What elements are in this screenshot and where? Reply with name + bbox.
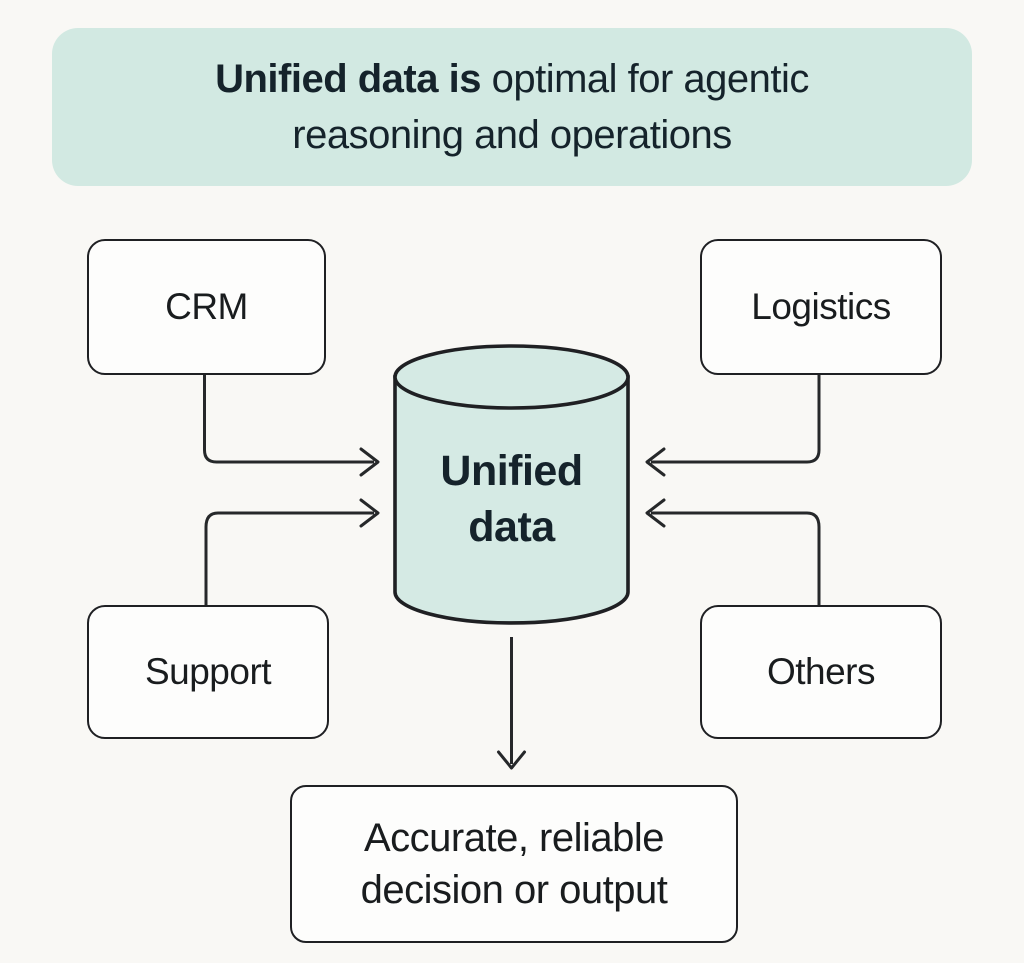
arrow-crm-to-unified: [203, 371, 374, 464]
title-regular-segment: optimal for agentic: [480, 57, 810, 101]
node-crm: CRM: [87, 239, 326, 375]
arrowhead-others-icon: [645, 498, 666, 528]
node-support-label: Support: [144, 651, 272, 692]
title-bold-segment: Unified data is: [215, 57, 481, 101]
node-others: Others: [700, 605, 942, 739]
title-banner: Unified data is optimal for agentic reas…: [52, 28, 972, 186]
arrow-others-to-unified: [651, 511, 821, 605]
node-logistics: Logistics: [700, 239, 942, 375]
title-line-1: Unified data is optimal for agentic: [215, 51, 809, 107]
node-unified-data-label: Unified data: [440, 447, 583, 551]
arrow-logistics-to-unified: [651, 371, 821, 464]
node-crm-label: CRM: [165, 286, 248, 327]
node-outcome: Accurate, reliable decision or output: [290, 785, 738, 943]
arrow-support-to-unified: [204, 511, 374, 605]
node-support: Support: [87, 605, 329, 739]
node-logistics-label: Logistics: [751, 286, 891, 327]
arrowhead-outcome-icon: [497, 750, 526, 770]
arrowhead-crm-icon: [359, 447, 380, 477]
node-others-label: Others: [766, 651, 876, 692]
node-outcome-label: Accurate, reliable decision or output: [360, 816, 668, 912]
arrowhead-logistics-icon: [645, 447, 666, 477]
arrowhead-support-icon: [359, 498, 380, 528]
title-line-2: reasoning and operations: [292, 113, 732, 157]
